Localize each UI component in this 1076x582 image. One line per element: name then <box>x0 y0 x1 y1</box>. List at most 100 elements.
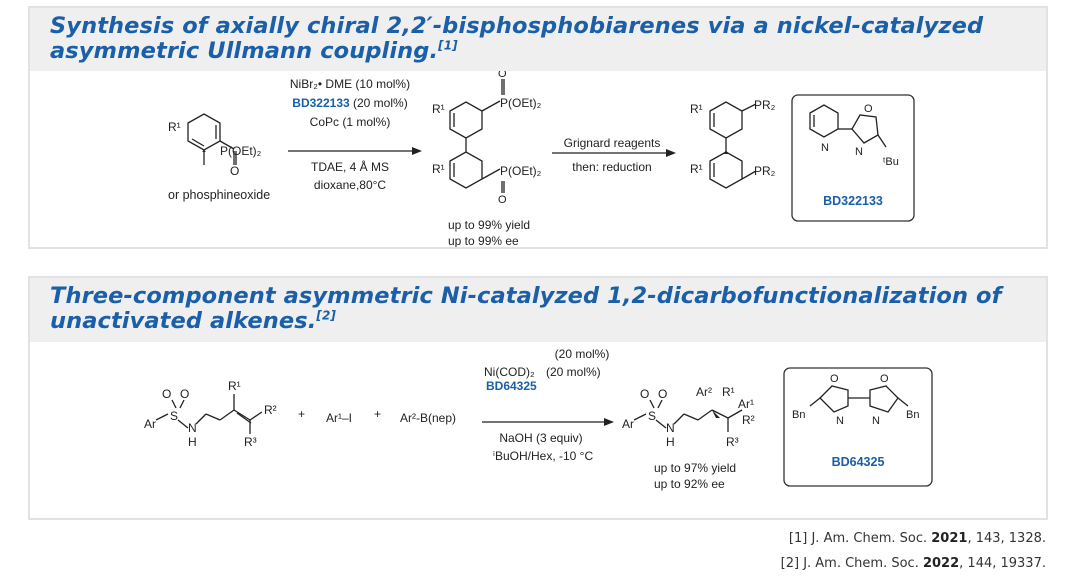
section-2-scheme: Ar S O O N H R¹ R² R³ + Ar¹–I + Ar²-B(ne… <box>30 342 1046 518</box>
reagent-1-below1: TDAE, 4 Å MS <box>311 159 389 174</box>
final-r1-top: R¹ <box>690 102 703 116</box>
ar1i: Ar¹–I <box>326 411 352 425</box>
section-1-scheme: R¹ P(OEt)₂ O or phosphineoxide NiBr₂• DM… <box>30 71 1046 247</box>
ligand-1-o: O <box>864 103 873 115</box>
reference-2-journal: [2] J. Am. Chem. Soc. <box>780 556 923 571</box>
substrate-label: or phosphineoxide <box>168 188 270 202</box>
substrate-r1: R¹ <box>168 120 181 134</box>
reference-2: [2] J. Am. Chem. Soc. 2022, 144, 19337. <box>781 556 1046 571</box>
product-r1-top: R¹ <box>432 102 445 116</box>
prod-h: H <box>666 435 675 449</box>
sub-o1: O <box>162 387 171 401</box>
section-2-title-text: Three-component asymmetric Ni-catalyzed … <box>50 283 1002 334</box>
reagent-1-line3: CoPc (1 mol%) <box>310 115 391 129</box>
ligand-2-bn-left: Bn <box>792 409 805 421</box>
reagent-2-code: BD64325 <box>486 379 537 393</box>
reference-1-year: 2021 <box>931 531 968 546</box>
sub-h: H <box>188 435 197 449</box>
prod-o2: O <box>658 387 667 401</box>
reagent-2-line1: (20 mol%) <box>555 347 610 361</box>
sub-r3: R³ <box>244 435 257 449</box>
ligand-1-code: BD322133 <box>823 194 883 208</box>
reagent-2-amount: (20 mol%) <box>546 365 601 379</box>
scheme-2-drawing: Ar S O O N H R¹ R² R³ + Ar¹–I + Ar²-B(ne… <box>144 347 933 491</box>
product-o-bottom: O <box>498 194 507 206</box>
section-2-title: Three-component asymmetric Ni-catalyzed … <box>50 284 1028 334</box>
section-1-title-text: Synthesis of axially chiral 2,2′-bisphos… <box>50 13 984 64</box>
section-2-panel: Three-component asymmetric Ni-catalyzed … <box>28 276 1048 520</box>
ligand-2-n-left: N <box>836 415 844 427</box>
product-o-top: O <box>498 71 507 80</box>
prod-ar1: Ar¹ <box>738 397 754 411</box>
ligand-1-tbu: ᵗBu <box>883 156 899 168</box>
substrate-o: O <box>230 164 239 178</box>
plus-2: + <box>374 407 381 421</box>
prod-s: S <box>648 409 656 423</box>
reference-2-rest: , 144, 19337. <box>959 556 1046 571</box>
sub-n: N <box>188 421 197 435</box>
sub-r1: R¹ <box>228 379 241 393</box>
sub-o2: O <box>180 387 189 401</box>
ligand-2-o-left: O <box>830 373 839 385</box>
scheme-1-drawing: R¹ P(OEt)₂ O or phosphineoxide NiBr₂• DM… <box>168 71 915 247</box>
step-2-above: Grignard reagents <box>564 136 661 150</box>
prod-n: N <box>666 421 675 435</box>
product-pgroup-bottom: P(OEt)₂ <box>500 164 542 178</box>
plus-1: + <box>298 407 305 421</box>
final-bottom-ring <box>709 151 743 189</box>
final-top-ring <box>709 101 743 139</box>
ar2b: Ar²-B(nep) <box>400 411 456 425</box>
reagent-1-code: BD322133 <box>292 96 350 110</box>
section-2-header: Three-component asymmetric Ni-catalyzed … <box>30 278 1046 342</box>
reagent-1-line2: BD322133 (20 mol%) <box>292 96 407 110</box>
reagent-2-below1: NaOH (3 equiv) <box>499 431 582 445</box>
prod-ar: Ar <box>622 417 634 431</box>
substrate-ring <box>187 113 221 151</box>
product-pgroup-top: P(OEt)₂ <box>500 96 542 110</box>
ligand-1-pyridine-n: N <box>821 142 829 154</box>
ligand-2-n-right: N <box>872 415 880 427</box>
final-pr2-top: PR₂ <box>754 98 776 112</box>
ligand-2-code: BD64325 <box>832 455 885 469</box>
product-bottom-ring <box>449 151 483 189</box>
reference-1-journal: [1] J. Am. Chem. Soc. <box>788 531 932 546</box>
reagent-2-below2: ⁱBuOH/Hex, -10 °C <box>493 449 594 463</box>
prod-r3: R³ <box>726 435 739 449</box>
reagent-2-catalyst: Ni(COD)₂ <box>484 365 535 379</box>
final-r1-bottom: R¹ <box>690 162 703 176</box>
substrate-pgroup: P(OEt)₂ <box>220 144 262 158</box>
product-yield: up to 99% yield <box>448 218 530 232</box>
product-top-ring <box>449 101 483 139</box>
ligand-1-n: N <box>855 146 863 158</box>
section-1-ref-mark: [1] <box>438 38 458 53</box>
step-2-below: then: reduction <box>572 160 651 174</box>
ligand-2-o-right: O <box>880 373 889 385</box>
prod-yield: up to 97% yield <box>654 461 736 475</box>
ligand-box-2 <box>783 367 933 487</box>
prod-ee: up to 92% ee <box>654 477 725 491</box>
prod-o1: O <box>640 387 649 401</box>
product-r1-bottom: R¹ <box>432 162 445 176</box>
reagent-1-amount: (20 mol%) <box>350 96 408 110</box>
reference-2-year: 2022 <box>922 556 960 571</box>
reference-1: [1] J. Am. Chem. Soc. 2021, 143, 1328. <box>789 531 1046 546</box>
section-1-title: Synthesis of axially chiral 2,2′-bisphos… <box>50 14 1028 64</box>
sub-ar: Ar <box>144 417 156 431</box>
ligand-2-bn-right: Bn <box>906 409 919 421</box>
section-1-panel: Synthesis of axially chiral 2,2′-bisphos… <box>28 6 1048 249</box>
sub-s: S <box>170 409 178 423</box>
prod-ar2: Ar² <box>696 385 712 399</box>
reagent-1-line1: NiBr₂• DME (10 mol%) <box>290 77 410 91</box>
reference-1-rest: , 143, 1328. <box>967 531 1046 546</box>
prod-r2: R² <box>742 413 755 427</box>
section-2-ref-mark: [2] <box>316 308 336 323</box>
oxazoline-ring <box>851 114 879 144</box>
oxazoline-left <box>819 385 849 413</box>
section-1-header: Synthesis of axially chiral 2,2′-bisphos… <box>30 8 1046 71</box>
reagent-1-below2: dioxane,80°C <box>314 178 387 192</box>
ligand-box-1 <box>791 94 915 222</box>
sub-r2: R² <box>264 403 277 417</box>
oxazoline-right <box>869 385 899 413</box>
final-pr2-bottom: PR₂ <box>754 164 776 178</box>
prod-r1: R¹ <box>722 385 735 399</box>
